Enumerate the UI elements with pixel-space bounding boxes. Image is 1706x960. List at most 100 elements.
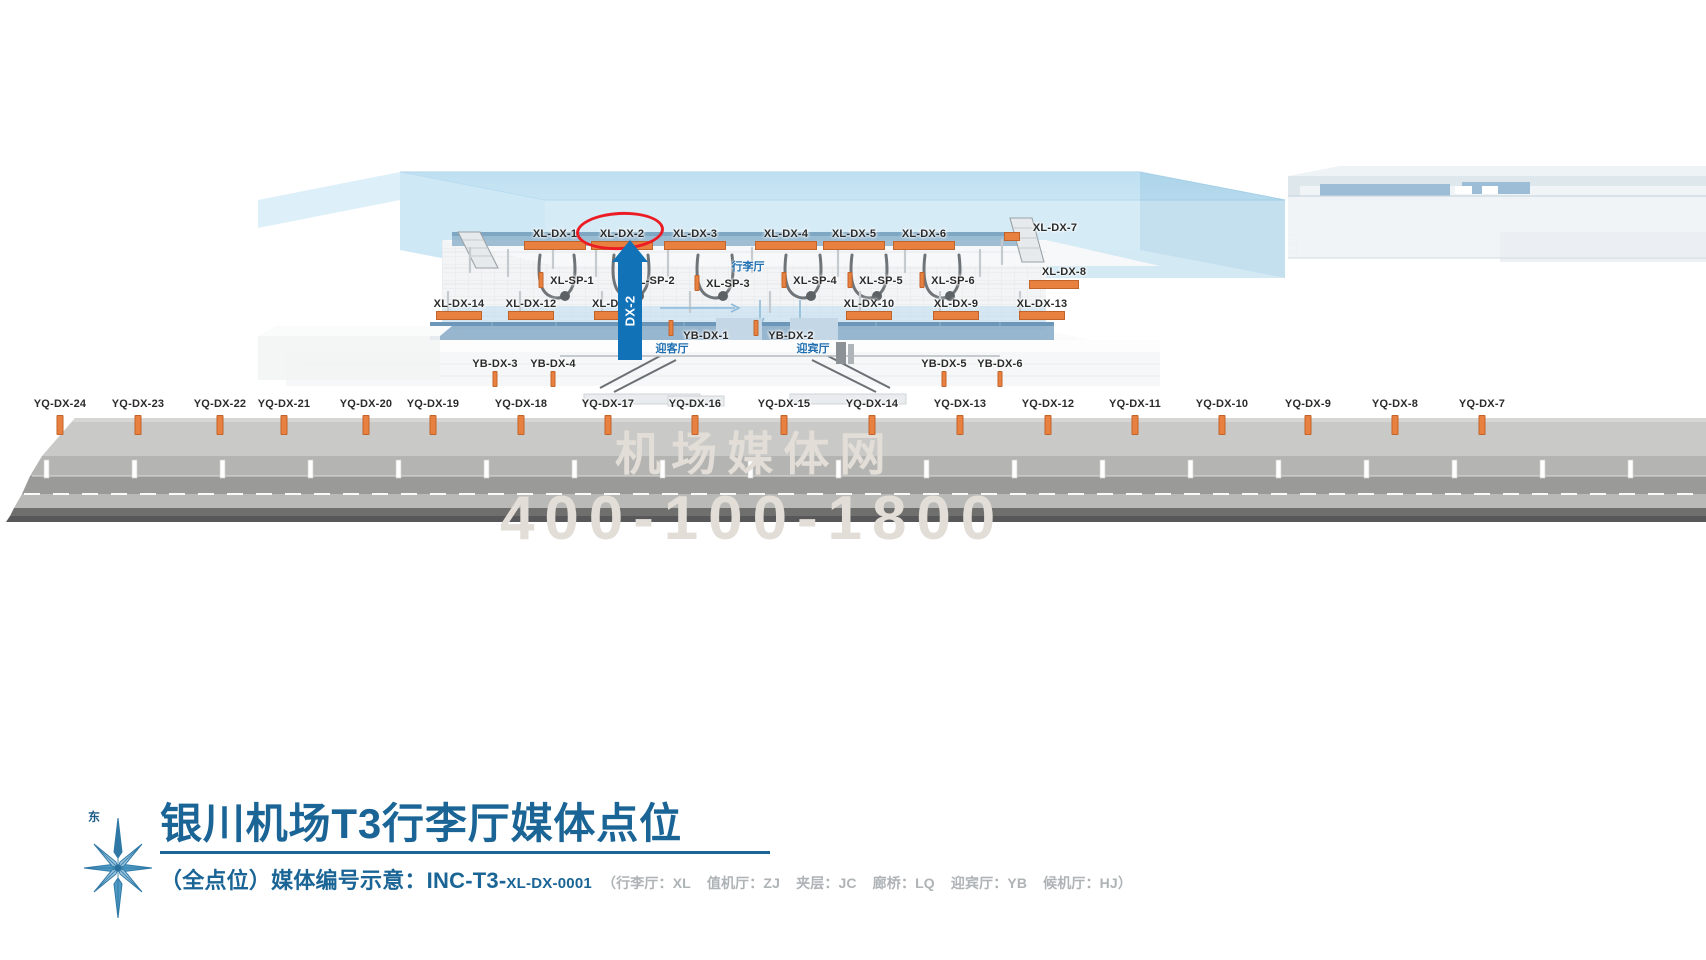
map-point-yq-dx-16[interactable]: YQ-DX-16 (668, 398, 722, 410)
map-point-yq-dx-22[interactable]: YQ-DX-22 (193, 398, 247, 410)
hall-label-迎客厅: 迎客厅 (655, 343, 689, 355)
marker-xl-sp-5[interactable] (847, 272, 853, 288)
marker-xl-dx-6[interactable] (893, 241, 955, 250)
map-point-yb-dx-4[interactable]: YB-DX-4 (530, 358, 576, 370)
marker-yq-dx-24[interactable] (56, 415, 64, 435)
marker-yq-dx-11[interactable] (1131, 415, 1139, 435)
marker-xl-sp-1[interactable] (538, 272, 544, 288)
map-point-yb-dx-5[interactable]: YB-DX-5 (921, 358, 967, 370)
marker-yq-dx-21[interactable] (280, 415, 288, 435)
map-point-yq-dx-18[interactable]: YQ-DX-18 (494, 398, 548, 410)
legend-item-0: 行李厅：XL (616, 875, 691, 892)
marker-xl-sp-3[interactable] (694, 275, 700, 291)
marker-yq-dx-12[interactable] (1044, 415, 1052, 435)
map-point-yq-dx-14[interactable]: YQ-DX-14 (845, 398, 899, 410)
map-point-xl-dx-5[interactable]: XL-DX-5 (831, 228, 877, 240)
map-point-xl-dx-4[interactable]: XL-DX-4 (763, 228, 809, 240)
marker-xl-dx-13[interactable] (1019, 311, 1065, 320)
map-point-xl-dx-8[interactable]: XL-DX-8 (1041, 266, 1087, 278)
map-point-xl-dx-2[interactable]: XL-DX-2 (599, 228, 645, 240)
map-point-yq-dx-15[interactable]: YQ-DX-15 (757, 398, 811, 410)
marker-yb-dx-3[interactable] (492, 371, 498, 387)
map-point-xl-dx-13[interactable]: XL-DX-13 (1016, 298, 1068, 310)
map-point-xl-dx-7[interactable]: XL-DX-7 (1032, 222, 1078, 234)
legend-item-1: 值机厅：ZJ (706, 875, 781, 892)
map-point-yq-dx-7[interactable]: YQ-DX-7 (1458, 398, 1506, 410)
map-point-xl-dx-10[interactable]: XL-DX-10 (843, 298, 895, 310)
marker-xl-dx-7[interactable] (1004, 232, 1020, 241)
marker-yb-dx-6[interactable] (997, 371, 1003, 387)
map-point-yq-dx-17[interactable]: YQ-DX-17 (581, 398, 635, 410)
marker-yb-dx-5[interactable] (941, 371, 947, 387)
compass-rose: 东 (82, 810, 154, 924)
apron-strip (0, 398, 1706, 558)
map-point-xl-dx-14[interactable]: XL-DX-14 (433, 298, 485, 310)
marker-yq-dx-13[interactable] (956, 415, 964, 435)
media-code: INC-T3-XL-DX-0001 (427, 868, 592, 894)
curbside-structure (583, 393, 907, 407)
map-point-xl-dx-3[interactable]: XL-DX-3 (672, 228, 718, 240)
marker-xl-dx-3[interactable] (664, 241, 726, 250)
map-point-xl-dx-9[interactable]: XL-DX-9 (933, 298, 979, 310)
marker-yq-dx-10[interactable] (1218, 415, 1226, 435)
map-point-xl-sp-6[interactable]: XL-SP-6 (931, 275, 975, 287)
marker-yq-dx-20[interactable] (362, 415, 370, 435)
marker-xl-dx-4[interactable] (755, 241, 817, 250)
map-point-yq-dx-10[interactable]: YQ-DX-10 (1195, 398, 1249, 410)
map-point-xl-sp-1[interactable]: XL-SP-1 (550, 275, 594, 287)
marker-xl-dx-1[interactable] (524, 241, 586, 250)
marker-xl-dx-14[interactable] (436, 311, 482, 320)
map-point-xl-dx-6[interactable]: XL-DX-6 (901, 228, 947, 240)
marker-yq-dx-7[interactable] (1478, 415, 1486, 435)
marker-yq-dx-8[interactable] (1391, 415, 1399, 435)
marker-yq-dx-17[interactable] (604, 415, 612, 435)
hall-label-行李厅: 行李厅 (731, 261, 765, 273)
marker-yq-dx-9[interactable] (1304, 415, 1312, 435)
terminal-illustration (0, 0, 1706, 440)
marker-xl-dx-8[interactable] (1029, 280, 1079, 289)
marker-yq-dx-22[interactable] (216, 415, 224, 435)
map-point-xl-sp-4[interactable]: XL-SP-4 (793, 275, 837, 287)
marker-yq-dx-18[interactable] (517, 415, 525, 435)
map-point-yq-dx-8[interactable]: YQ-DX-8 (1371, 398, 1419, 410)
map-point-yb-dx-2[interactable]: YB-DX-2 (768, 330, 814, 342)
marker-xl-dx-9[interactable] (933, 311, 979, 320)
legend-item-2: 夹层：JC (796, 875, 857, 892)
marker-xl-dx-10[interactable] (846, 311, 892, 320)
map-point-xl-sp-5[interactable]: XL-SP-5 (859, 275, 903, 287)
marker-yb-dx-4[interactable] (550, 371, 556, 387)
map-point-yq-dx-11[interactable]: YQ-DX-11 (1109, 398, 1161, 410)
marker-yq-dx-23[interactable] (134, 415, 142, 435)
subtitle-text: （全点位）媒体编号示意： (160, 868, 427, 894)
map-point-yq-dx-19[interactable]: YQ-DX-19 (406, 398, 460, 410)
marker-yq-dx-16[interactable] (691, 415, 699, 435)
map-point-yb-dx-1[interactable]: YB-DX-1 (683, 330, 729, 342)
map-point-xl-dx-12[interactable]: XL-DX-12 (505, 298, 557, 310)
marker-yq-dx-19[interactable] (429, 415, 437, 435)
marker-xl-dx-5[interactable] (823, 241, 885, 250)
map-point-yb-dx-3[interactable]: YB-DX-3 (472, 358, 518, 370)
marker-yq-dx-15[interactable] (780, 415, 788, 435)
marker-yb-dx-2[interactable] (753, 320, 759, 336)
map-point-xl-sp-2[interactable]: XL-SP-2 (631, 275, 675, 287)
map-point-yq-dx-12[interactable]: YQ-DX-12 (1021, 398, 1075, 410)
map-point-yb-dx-6[interactable]: YB-DX-6 (977, 358, 1023, 370)
marker-yq-dx-14[interactable] (868, 415, 876, 435)
legend-item-3: 廊桥：LQ (872, 875, 935, 892)
map-point-yq-dx-20[interactable]: YQ-DX-20 (339, 398, 393, 410)
marker-xl-dx-12[interactable] (508, 311, 554, 320)
map-point-yq-dx-9[interactable]: YQ-DX-9 (1284, 398, 1332, 410)
marker-yb-dx-1[interactable] (668, 320, 674, 336)
map-point-yq-dx-21[interactable]: YQ-DX-21 (257, 398, 311, 410)
marker-xl-sp-6[interactable] (919, 272, 925, 288)
map-point-yq-dx-13[interactable]: YQ-DX-13 (933, 398, 987, 410)
selected-point-pointer[interactable]: DX-2 (612, 240, 648, 360)
map-point-xl-dx-1[interactable]: XL-DX-1 (532, 228, 578, 240)
map-point-xl-sp-3[interactable]: XL-SP-3 (706, 278, 750, 290)
pointer-arrow-body: DX-2 (618, 262, 642, 360)
map-point-yq-dx-24[interactable]: YQ-DX-24 (33, 398, 87, 410)
marker-xl-sp-4[interactable] (781, 272, 787, 288)
map-point-yq-dx-23[interactable]: YQ-DX-23 (111, 398, 165, 410)
page-title: 银川机场T3行李厅媒体点位 (160, 800, 682, 847)
